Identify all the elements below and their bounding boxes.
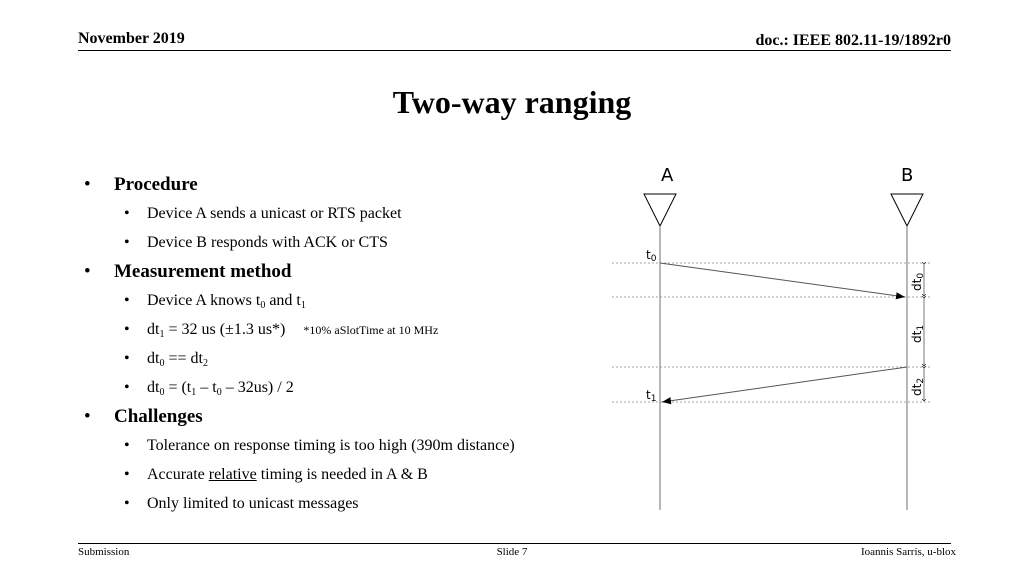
antenna-b-icon: [890, 193, 924, 228]
bullet-dot-icon: •: [124, 205, 130, 222]
bullet-dot-icon: •: [124, 321, 130, 338]
header-doc-id: doc.: IEEE 802.11-19/1892r0: [755, 32, 951, 49]
t0-label: t0: [646, 248, 657, 264]
bullet-dot-icon: •: [124, 495, 130, 512]
t1-label: t1: [646, 388, 656, 404]
bullet-dot-icon: •: [124, 466, 130, 483]
station-b-label: B: [901, 165, 913, 186]
request-arrow: [659, 262, 906, 300]
station-a-label: A: [661, 165, 674, 186]
list-item-formula: • dt0 = (t1 – t0 – 32us) / 2: [82, 373, 612, 402]
list-item-knows: • Device A knows t0 and t1: [82, 286, 612, 315]
bullet-dot-icon: •: [84, 406, 91, 427]
slide-content: • Procedure • Device A sends a unicast o…: [82, 170, 612, 518]
dt0-label: dt0: [910, 273, 926, 291]
timing-diagram-svg: A B t0 t1 dt0 dt1 dt2: [612, 165, 930, 510]
bullet-dot-icon: •: [124, 234, 130, 251]
antenna-a-icon: [643, 193, 677, 228]
ranging-timing-diagram: A B t0 t1 dt0 dt1 dt2: [612, 155, 952, 520]
list-item: • Device A sends a unicast or RTS packet: [82, 199, 612, 228]
bullet-dot-icon: •: [124, 292, 130, 309]
list-item: • Device B responds with ACK or CTS: [82, 228, 612, 257]
response-arrow: [661, 366, 908, 405]
list-item: • Tolerance on response timing is too hi…: [82, 431, 612, 460]
dt1-label: dt1: [910, 325, 926, 343]
bullet-dot-icon: •: [84, 261, 91, 282]
bullet-measurement: • Measurement method: [82, 257, 612, 286]
footer-divider: [78, 543, 951, 544]
header-date: November 2019: [78, 30, 185, 47]
bullet-dot-icon: •: [124, 379, 130, 396]
challenges-heading: Challenges: [114, 406, 203, 427]
slide-title: Two-way ranging: [392, 84, 632, 120]
bullet-dot-icon: •: [124, 350, 130, 367]
bullet-dot-icon: •: [84, 174, 91, 195]
footer-author: Ioannis Sarris, u-blox: [860, 546, 956, 558]
footer-slide-number: Slide 7: [496, 546, 528, 558]
bullet-procedure: • Procedure: [82, 170, 612, 199]
list-item: • Only limited to unicast messages: [82, 489, 612, 518]
list-item-dt1: • dt1 = 32 us (±1.3 us*)*10% aSlotTime a…: [82, 315, 612, 344]
list-item-equality: • dt0 == dt2: [82, 344, 612, 373]
procedure-heading: Procedure: [114, 174, 198, 195]
header-divider: [78, 50, 951, 51]
bullet-dot-icon: •: [124, 437, 130, 454]
footnote-note: *10% aSlotTime at 10 MHz: [303, 323, 439, 337]
measurement-heading: Measurement method: [114, 261, 292, 282]
underlined-word: relative: [208, 466, 257, 483]
dt2-label: dt2: [910, 378, 926, 396]
list-item: • Accurate relative timing is needed in …: [82, 460, 612, 489]
bullet-challenges: • Challenges: [82, 402, 612, 431]
footer-submission: Submission: [78, 546, 130, 558]
